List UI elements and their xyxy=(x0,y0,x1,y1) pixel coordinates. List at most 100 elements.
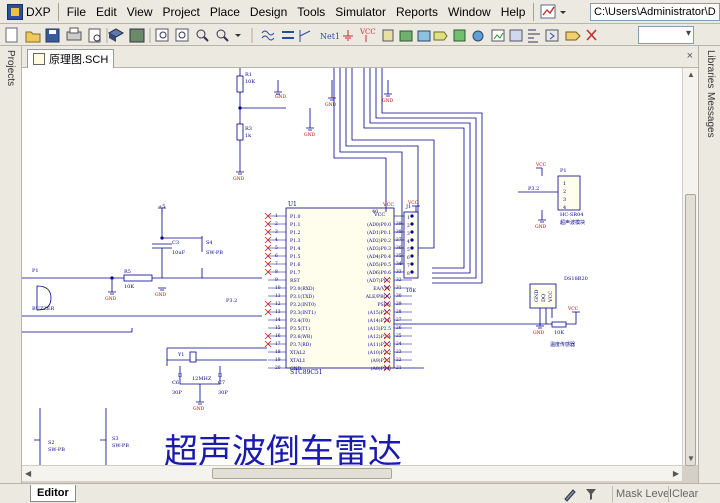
harness-icon xyxy=(509,29,523,42)
document-tab-label: 原理图.SCH xyxy=(49,54,109,66)
path-field[interactable]: C:\Users\Administrator\D xyxy=(590,3,720,21)
sheet-symbol-icon xyxy=(399,30,413,42)
c3-ref: C3 xyxy=(172,240,179,246)
menu-window[interactable]: Window xyxy=(448,4,491,19)
mcu-left-pin-label: P1.4 xyxy=(290,246,300,252)
menu-help[interactable]: Help xyxy=(500,4,526,19)
mcu-right-pin-label: (A10)P2.2 xyxy=(368,349,391,356)
r3-value: 1k xyxy=(245,133,252,139)
mcu-left-pin-number: 8 xyxy=(275,270,278,275)
close-doc-icon[interactable]: × xyxy=(686,50,693,62)
mcu-left-pin-label: P1.7 xyxy=(290,270,300,276)
vertical-scroll-thumb[interactable] xyxy=(685,194,696,466)
menu-design[interactable]: Design xyxy=(249,4,288,19)
open-folder-icon xyxy=(25,31,41,43)
libraries-panel-tab[interactable]: Libraries xyxy=(705,50,716,89)
wire-icon xyxy=(261,30,275,41)
svg-text:GND: GND xyxy=(533,330,545,336)
mcu-right-pin-label: (A8)P2.0 xyxy=(371,365,391,372)
menu-edit[interactable]: Edit xyxy=(96,4,117,19)
no-connect-marks-right xyxy=(383,276,391,372)
net-label-p32-hc: P3.2 xyxy=(528,186,539,192)
mcu-right-pin-label: ALE/PROG xyxy=(365,294,392,300)
mcu-left-pin-number: 15 xyxy=(275,326,281,331)
r1-value: 10K xyxy=(245,79,255,85)
chart-dropdown-icon[interactable] xyxy=(539,3,569,21)
s3-value: SW-PB xyxy=(112,443,129,449)
projects-panel-tab[interactable]: Projects xyxy=(5,50,16,87)
hc-desc: 超声波模块 xyxy=(560,219,585,226)
c3-value: 10uF xyxy=(172,250,186,256)
mcu-left-pin-label: P3.0(RXD) xyxy=(290,285,315,292)
editor-tab[interactable]: Editor xyxy=(30,485,76,502)
mcu-left-pin-number: 13 xyxy=(275,310,281,315)
menu-reports[interactable]: Reports xyxy=(395,4,438,19)
mcu-right-pin-number: 22 xyxy=(396,358,402,363)
scroll-right-icon[interactable]: ▶ xyxy=(672,469,679,478)
mcu-right-pin-label: PSEN xyxy=(377,302,391,308)
new-file-icon xyxy=(5,27,18,43)
save-icon xyxy=(45,28,60,43)
plus5-label: +5 xyxy=(158,204,165,210)
mcu-vcc-label: VCC xyxy=(373,212,385,218)
mcu-left-pin-number: 2 xyxy=(275,222,278,227)
svg-text:VCC: VCC xyxy=(359,28,376,36)
scroll-down-icon[interactable]: ▼ xyxy=(687,454,695,463)
menu-simulator[interactable]: Simulator xyxy=(335,4,386,19)
mcu-right-pin-label: (AD3)P0.3 xyxy=(367,245,391,252)
svg-text:GND: GND xyxy=(382,98,394,104)
menu-file[interactable]: File xyxy=(66,4,87,19)
mcu-right-pins xyxy=(394,215,412,361)
left-panel: Projects xyxy=(0,46,22,486)
mcu-left-pin-number: 1 xyxy=(275,214,278,219)
port-icon xyxy=(433,31,448,41)
mcu-vcc-pin-number: 40 xyxy=(372,209,378,215)
scroll-left-icon[interactable]: ◀ xyxy=(25,469,32,478)
power-labels: GND GND GND GND GND GND GND GND GND GND … xyxy=(105,94,579,412)
mcu-right-pin-number: 23 xyxy=(396,350,402,355)
mcu-right-pin-number: 25 xyxy=(396,334,402,339)
mcu-right-pin-label: (A9)P2.1 xyxy=(371,357,391,364)
scroll-up-icon[interactable]: ▲ xyxy=(687,70,695,79)
vertical-scrollbar[interactable]: ▲ ▼ xyxy=(682,68,698,466)
mcu-left-pin-label: P1.3 xyxy=(290,238,300,244)
menu-view[interactable]: View xyxy=(126,4,153,19)
schematic-drawing: P1.01P1.12P1.23P1.34P1.45P1.56P1.67P1.78… xyxy=(22,68,588,465)
document-tab[interactable]: 原理图.SCH xyxy=(27,49,115,68)
mcu-right-pin-label: (A15)P2.7 xyxy=(368,309,391,316)
mcu-left-pin-number: 17 xyxy=(275,342,281,347)
buzzer-label: BUZZER xyxy=(32,306,54,312)
menu-tools[interactable]: Tools xyxy=(297,4,326,19)
mcu-left-pin-number: 7 xyxy=(275,262,278,267)
right-panel: Libraries Messages xyxy=(698,46,720,486)
j1-value: 10K xyxy=(406,288,416,294)
j1-pin-number: 5 xyxy=(407,248,410,253)
mcu-left-pin-number: 3 xyxy=(275,230,278,235)
hc-name: HC-SR04 xyxy=(560,212,583,218)
document-tab-bar: 原理图.SCH × xyxy=(22,46,698,68)
zoom-select-icon xyxy=(196,29,209,42)
messages-panel-tab[interactable]: Messages xyxy=(705,92,716,138)
svg-text:VCC: VCC xyxy=(567,306,579,312)
horizontal-scrollbar[interactable]: ◀ ▶ xyxy=(22,465,682,481)
menu-project[interactable]: Project xyxy=(162,4,200,19)
clear-button[interactable]: Clear xyxy=(668,486,701,502)
mcu-right-pin-number: 37 xyxy=(396,238,402,243)
mcu-left-pin-label: P3.2(INT0) xyxy=(290,301,316,308)
dxp-logo-icon xyxy=(7,3,23,20)
horizontal-scroll-thumb[interactable] xyxy=(212,468,392,479)
svg-text:VCC: VCC xyxy=(548,291,554,303)
svg-text:GND: GND xyxy=(193,406,205,412)
zoom-area-icon xyxy=(175,28,189,42)
svg-text:VCC: VCC xyxy=(535,162,547,168)
zoom-fit-icon xyxy=(155,28,169,42)
svg-text:GND: GND xyxy=(535,224,547,230)
dxp-menu[interactable]: DXP xyxy=(3,2,55,22)
mcu-right-pin-label: (AD4)P0.4 xyxy=(367,253,391,260)
menu-place[interactable]: Place xyxy=(209,4,240,19)
mask-level-button[interactable]: Mask Level xyxy=(612,486,675,502)
filter-combo[interactable] xyxy=(638,26,694,44)
s4-value: SW-PB xyxy=(206,250,223,256)
c6-value: 30P xyxy=(172,390,182,396)
